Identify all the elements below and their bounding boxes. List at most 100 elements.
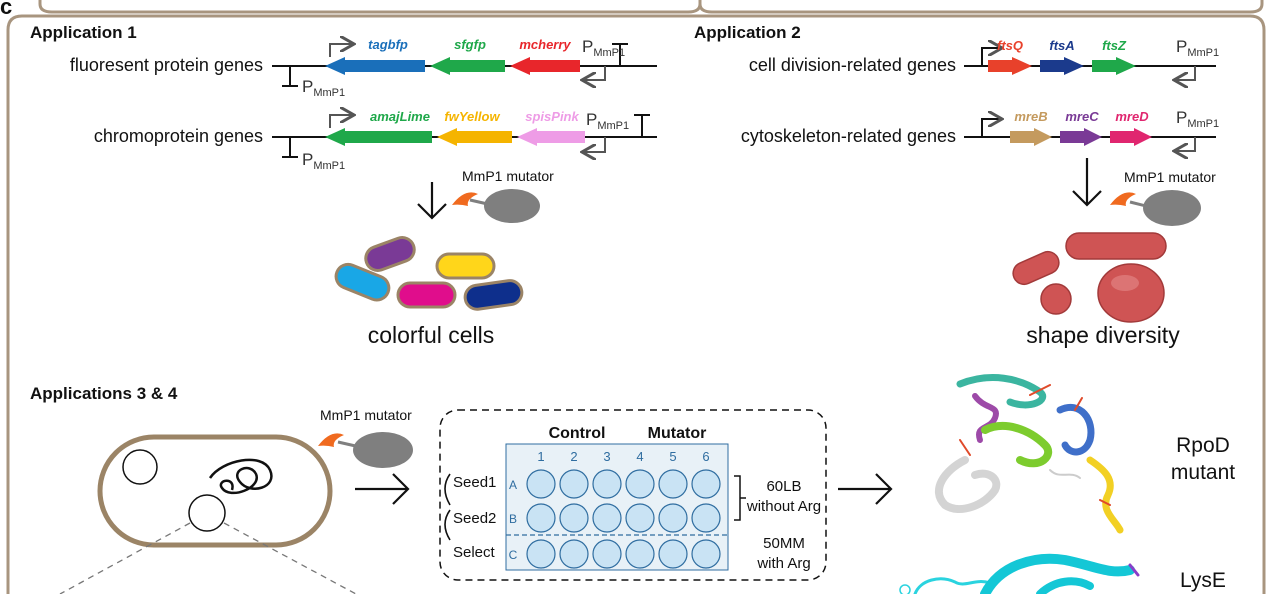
app1-row1-gene-1-arrow xyxy=(325,57,425,75)
plate-seed2-label: Seed2 xyxy=(453,510,496,527)
colorful-cells-illustration xyxy=(334,236,524,311)
app1-down-arrow xyxy=(417,182,447,220)
app2-row1-label: cell division-related genes xyxy=(749,55,956,75)
app1-mutator-icon xyxy=(452,189,540,223)
rpod-protein-structure xyxy=(935,374,1124,534)
app1-row1-promoter-arrow-top xyxy=(329,44,352,57)
app1-row2-gene-2-label: fwYellow xyxy=(444,109,500,124)
app34-title: Applications 3 & 4 xyxy=(30,384,178,403)
bacterial-cell-illustration xyxy=(59,434,357,594)
protein1-label-line1: RpoD xyxy=(1176,434,1230,457)
plate-well xyxy=(526,503,556,533)
plate-seed-brackets xyxy=(444,473,451,541)
plate-well xyxy=(691,539,721,569)
plate-medium2-line2: with Arg xyxy=(756,555,810,572)
plate-well xyxy=(559,503,589,533)
plate-column-label: 1 xyxy=(537,449,544,464)
app1-row1-right-terminator xyxy=(612,43,628,66)
plate-well xyxy=(691,503,721,533)
app2-row2-gene-2-arrow xyxy=(1060,128,1102,146)
plate-well xyxy=(592,503,622,533)
app2-result-label: shape diversity xyxy=(1026,322,1180,348)
upper-panel-frame-right xyxy=(698,0,1264,14)
plate-well xyxy=(691,469,721,499)
app1-row1-promoter-arrow-bottom xyxy=(584,66,606,80)
app1-row2-label: chromoprotein genes xyxy=(94,126,263,146)
plate-well xyxy=(559,469,589,499)
plate-row-label: C xyxy=(509,548,518,562)
app2-row2-gene-2-label: mreC xyxy=(1065,109,1099,124)
plate-medium2-line1: 50MM xyxy=(763,535,805,552)
plate-well xyxy=(559,539,589,569)
app1-row1-gene-3-label: mcherry xyxy=(519,37,571,52)
app1-row2-gene-1-arrow xyxy=(325,128,432,146)
app1-title: Application 1 xyxy=(30,23,137,42)
app2-mutator-icon xyxy=(1110,190,1201,226)
app1-row1-promoter-right-label: PMmP1 xyxy=(582,37,625,59)
app2-row1-gene-2-label: ftsA xyxy=(1049,38,1074,53)
plate-well xyxy=(592,469,622,499)
app1-row1-gene-3-arrow xyxy=(510,57,580,75)
app2-row1-promoter-label: PMmP1 xyxy=(1176,37,1219,59)
plate-medium1-line1: 60LB xyxy=(766,478,801,495)
plate-well xyxy=(658,503,688,533)
app2-row1-gene-1-arrow xyxy=(988,57,1032,75)
plate-well xyxy=(658,539,688,569)
app2-row2-gene-3-arrow xyxy=(1110,128,1152,146)
plate-well xyxy=(658,469,688,499)
app2-down-arrow xyxy=(1072,158,1102,207)
plate-medium1-line2: without Arg xyxy=(746,498,821,515)
plate-well xyxy=(592,539,622,569)
app2-row2-label: cytoskeleton-related genes xyxy=(741,126,956,146)
app34-mutator-label: MmP1 mutator xyxy=(320,407,412,423)
app1-row2-right-terminator xyxy=(634,114,650,137)
plate-column-label: 6 xyxy=(702,449,709,464)
plate-mutator-label: Mutator xyxy=(648,425,707,442)
plate-dashed-box xyxy=(439,409,827,581)
app2-row2-promoter-label: PMmP1 xyxy=(1176,108,1219,130)
app2-row1-gene-3-arrow xyxy=(1092,57,1136,75)
app2-row1-gene-2-arrow xyxy=(1040,57,1084,75)
app1-row2-promoter-right-label: PMmP1 xyxy=(586,110,629,132)
app1-row2-promoter-left-label: PMmP1 xyxy=(302,150,345,172)
app2-row1-promoter-arrow-bottom xyxy=(1176,66,1196,80)
app2-row2-gene-1-arrow xyxy=(1010,128,1052,146)
app2-row2-gene-1-label: mreB xyxy=(1014,109,1047,124)
panel-frame xyxy=(6,14,1266,594)
plate-well xyxy=(625,503,655,533)
app1-row1-gene-2-label: sfgfp xyxy=(454,37,486,52)
app1-row2-left-terminator xyxy=(282,137,298,158)
plate-select-label: Select xyxy=(453,544,496,561)
plate-row-label: A xyxy=(509,478,517,492)
plate-well xyxy=(625,539,655,569)
plate-column-label: 2 xyxy=(570,449,577,464)
app1-row1-gene-1-label: tagbfp xyxy=(368,37,408,52)
app1-row2-gene-2-arrow xyxy=(437,128,512,146)
app2-row2-promoter-arrow-top xyxy=(981,119,1000,137)
app1-row2-gene-1-label: amajLime xyxy=(370,109,430,124)
plate-column-label: 4 xyxy=(636,449,643,464)
app2-mutator-label: MmP1 mutator xyxy=(1124,169,1216,185)
plate-medium1-bracket xyxy=(734,475,746,521)
app2-title: Application 2 xyxy=(694,23,801,42)
protein2-label-line1: LysE xyxy=(1180,569,1226,592)
app1-row2-gene-3-arrow xyxy=(517,128,585,146)
plate-well xyxy=(526,539,556,569)
plate-seed1-label: Seed1 xyxy=(453,474,496,491)
plate-well xyxy=(625,469,655,499)
app34-arrow-to-plate xyxy=(355,473,410,505)
app2-row1-promoter-arrow-top xyxy=(981,48,1000,66)
app1-row1-left-terminator xyxy=(282,66,298,87)
app34-arrow-to-protein xyxy=(838,473,893,505)
app2-row2-promoter-arrow-bottom xyxy=(1176,137,1196,151)
app2-row2-gene-3-label: mreD xyxy=(1115,109,1149,124)
plate-column-label: 5 xyxy=(669,449,676,464)
shape-diversity-illustration xyxy=(1012,232,1167,323)
lyse-protein-structure xyxy=(899,553,1140,594)
app1-row1-gene-2-arrow xyxy=(430,57,505,75)
protein1-label-line2: mutant xyxy=(1171,461,1235,484)
app1-row2-promoter-arrow-bottom xyxy=(584,137,606,152)
app1-mutator-label: MmP1 mutator xyxy=(462,168,554,184)
app1-row2-promoter-arrow-top xyxy=(329,115,352,128)
